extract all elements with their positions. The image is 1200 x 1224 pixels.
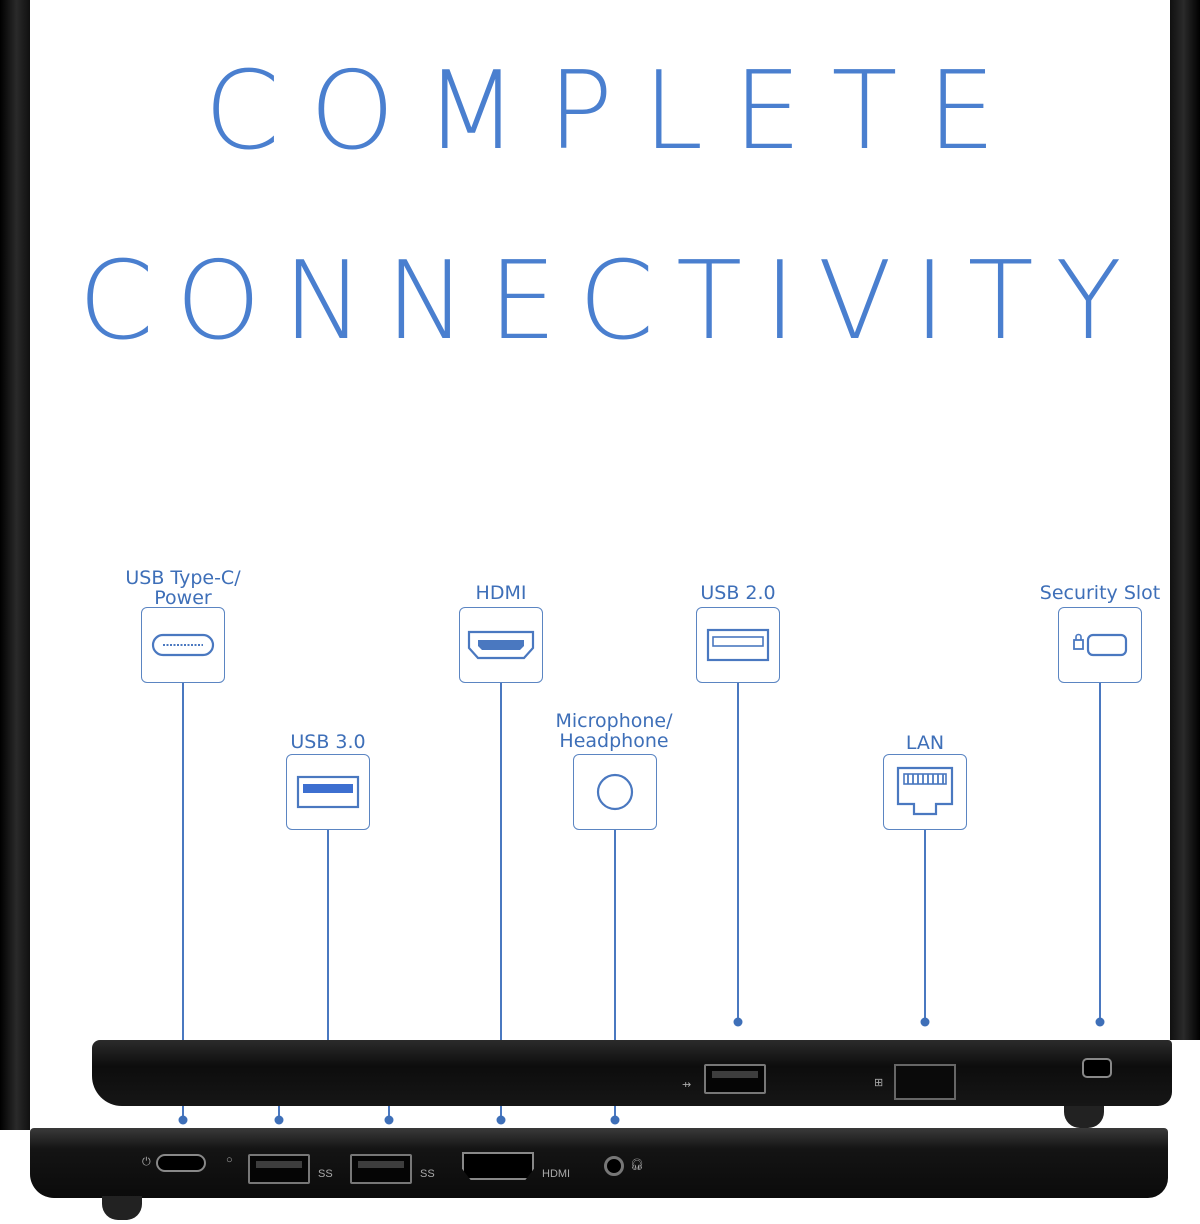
usb-2-port [704, 1064, 766, 1094]
label-line: USB 3.0 [290, 731, 366, 753]
audio-jack-port [604, 1156, 624, 1176]
connector-dot-usb-2 [733, 1017, 743, 1027]
audio-jack-icon [596, 773, 634, 811]
headline-connectivity: CONNECTIVITY [78, 239, 1144, 364]
label-line: Power [154, 587, 212, 609]
connector-dot-usb-3-a [274, 1115, 284, 1125]
connector-dot-usb-c [178, 1115, 188, 1125]
laptop-left-side: ⏻ ○ SS SS HDMI 🎧︎ [30, 1128, 1168, 1198]
label-line: HDMI [475, 582, 527, 604]
laptop-foot-left [102, 1196, 142, 1220]
headline-complete: COMPLETE [204, 49, 1026, 174]
lan-symbol-icon: ⊞ [874, 1077, 884, 1089]
connector-line-security [1099, 683, 1101, 1021]
hdmi-icon-box [459, 607, 543, 683]
security-slot-icon-box [1058, 607, 1142, 683]
usb-3-port-a [248, 1154, 310, 1184]
connector-line-hdmi [500, 683, 502, 1119]
label-usb-2: USB 2.0 [700, 583, 775, 603]
lan-icon-box [883, 754, 967, 830]
label-audio: Microphone/ Headphone [556, 711, 673, 751]
connector-dot-usb-3-b [384, 1115, 394, 1125]
connector-line-audio [614, 830, 616, 1119]
label-line: Security Slot [1039, 582, 1161, 604]
label-hdmi: HDMI [476, 583, 527, 603]
audio-jack-icon-box [573, 754, 657, 830]
usb-2-icon-box [696, 607, 780, 683]
connector-dot-security [1095, 1017, 1105, 1027]
connector-line-lan [924, 830, 926, 1021]
label-usb-c-power: USB Type-C/ Power [125, 568, 240, 608]
usb-3-icon [296, 775, 360, 809]
security-slot-icon [1073, 633, 1128, 657]
lan-icon [896, 766, 954, 816]
label-line: USB Type-C/ [125, 567, 241, 589]
hdmi-port [462, 1152, 534, 1180]
connector-line-usb-3-b [388, 1100, 390, 1119]
label-line: USB 2.0 [700, 582, 776, 604]
screen-bezel-left [0, 0, 30, 1130]
led-indicator-icon: ○ [226, 1154, 233, 1166]
connector-line-usb-3 [327, 830, 329, 1101]
connector-dot-lan [920, 1017, 930, 1027]
security-slot-port [1082, 1058, 1112, 1078]
usb-3-port-b [350, 1154, 412, 1184]
usb-3-icon-box [286, 754, 370, 830]
ss-text-b: SS [420, 1168, 435, 1180]
label-line: Microphone/ [555, 710, 673, 732]
lan-port [894, 1064, 956, 1100]
usb-c-icon [151, 633, 215, 657]
laptop-foot-right [1064, 1106, 1104, 1128]
power-plug-icon: ⏻ [142, 1156, 151, 1168]
label-usb-3: USB 3.0 [290, 732, 365, 752]
screen-bezel-right [1170, 0, 1200, 1040]
usb-2-icon [706, 628, 770, 662]
hdmi-icon [467, 630, 535, 660]
label-security-slot: Security Slot [1040, 583, 1160, 603]
usb-symbol-icon: ⇸ [682, 1079, 692, 1091]
connector-line-usb-2 [737, 683, 739, 1021]
connector-dot-audio [610, 1115, 620, 1125]
connector-line-usb-c [182, 683, 184, 1119]
connector-line-usb-3-a [278, 1100, 280, 1119]
usb-c-port [156, 1154, 206, 1172]
headphone-icon: 🎧︎ [630, 1159, 644, 1171]
usb-c-icon-box [141, 607, 225, 683]
connector-dot-hdmi [496, 1115, 506, 1125]
laptop-right-side: ⇸ ⊞ [92, 1040, 1172, 1106]
label-line: LAN [905, 732, 945, 754]
ss-text-a: SS [318, 1168, 333, 1180]
hdmi-text: HDMI [542, 1168, 571, 1180]
label-line: Headphone [559, 730, 669, 752]
label-lan: LAN [906, 733, 944, 753]
